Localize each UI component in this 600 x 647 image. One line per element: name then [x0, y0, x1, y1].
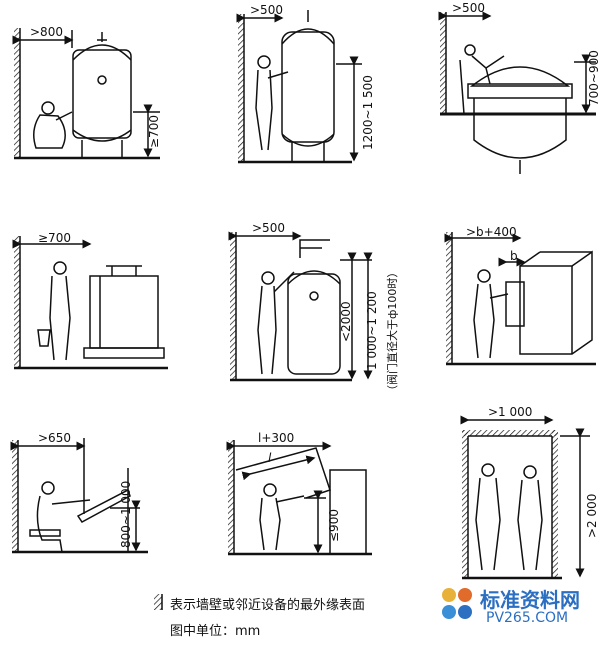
watermark-logo: [436, 582, 478, 630]
p8-label-2: l: [268, 451, 272, 465]
watermark-url: PV265.COM: [486, 610, 569, 626]
p5-label-1: >500: [252, 221, 285, 235]
panel-3-autoclave-lid: [438, 11, 596, 174]
p4-label-1: ≥700: [38, 231, 71, 245]
p7-label-1: >650: [38, 431, 71, 445]
wall-note: 表示墙壁或邻近设备的最外缘表面: [170, 598, 366, 613]
wall-hatch-symbol: [154, 594, 162, 610]
p2-label-1: >500: [250, 3, 283, 17]
panel-4-tank-bucket: [12, 236, 168, 370]
panel-2-tall-vessel-standing: [236, 10, 362, 164]
panel-1-vessel-kneeling: [12, 28, 160, 160]
panel-8-lever-reach: [226, 440, 372, 556]
p8-label-1: l+300: [258, 431, 294, 445]
p8-label-3: ≤900: [327, 509, 341, 542]
p6-label-2: b: [510, 249, 518, 263]
panel-6-cabinet: [444, 232, 596, 366]
p1-label-1: >800: [30, 25, 63, 39]
panel-7-seated-operator: [10, 438, 148, 554]
unit-note: 图中单位：mm: [170, 624, 261, 639]
panel-5-valve-vessel: [228, 231, 373, 382]
p1-label-2: ≥700: [147, 115, 161, 148]
p5-label-4: （阀门直径大于ф100时）: [385, 267, 399, 396]
p2-label-2: 1200~1 500: [361, 75, 375, 150]
p3-label-1: >500: [452, 1, 485, 15]
panel-9-two-persons: [460, 415, 590, 580]
p5-label-2: <2000: [339, 301, 353, 342]
p9-label-2: >2 000: [585, 494, 599, 538]
p3-label-2: 700~900: [587, 50, 600, 106]
p5-label-3: 1 000~1 200: [365, 291, 379, 370]
p6-label-1: >b+400: [466, 225, 517, 239]
watermark-title: 标准资料网: [480, 588, 580, 612]
p9-label-1: >1 000: [488, 405, 532, 419]
p7-label-2: 800~1 000: [119, 481, 133, 548]
